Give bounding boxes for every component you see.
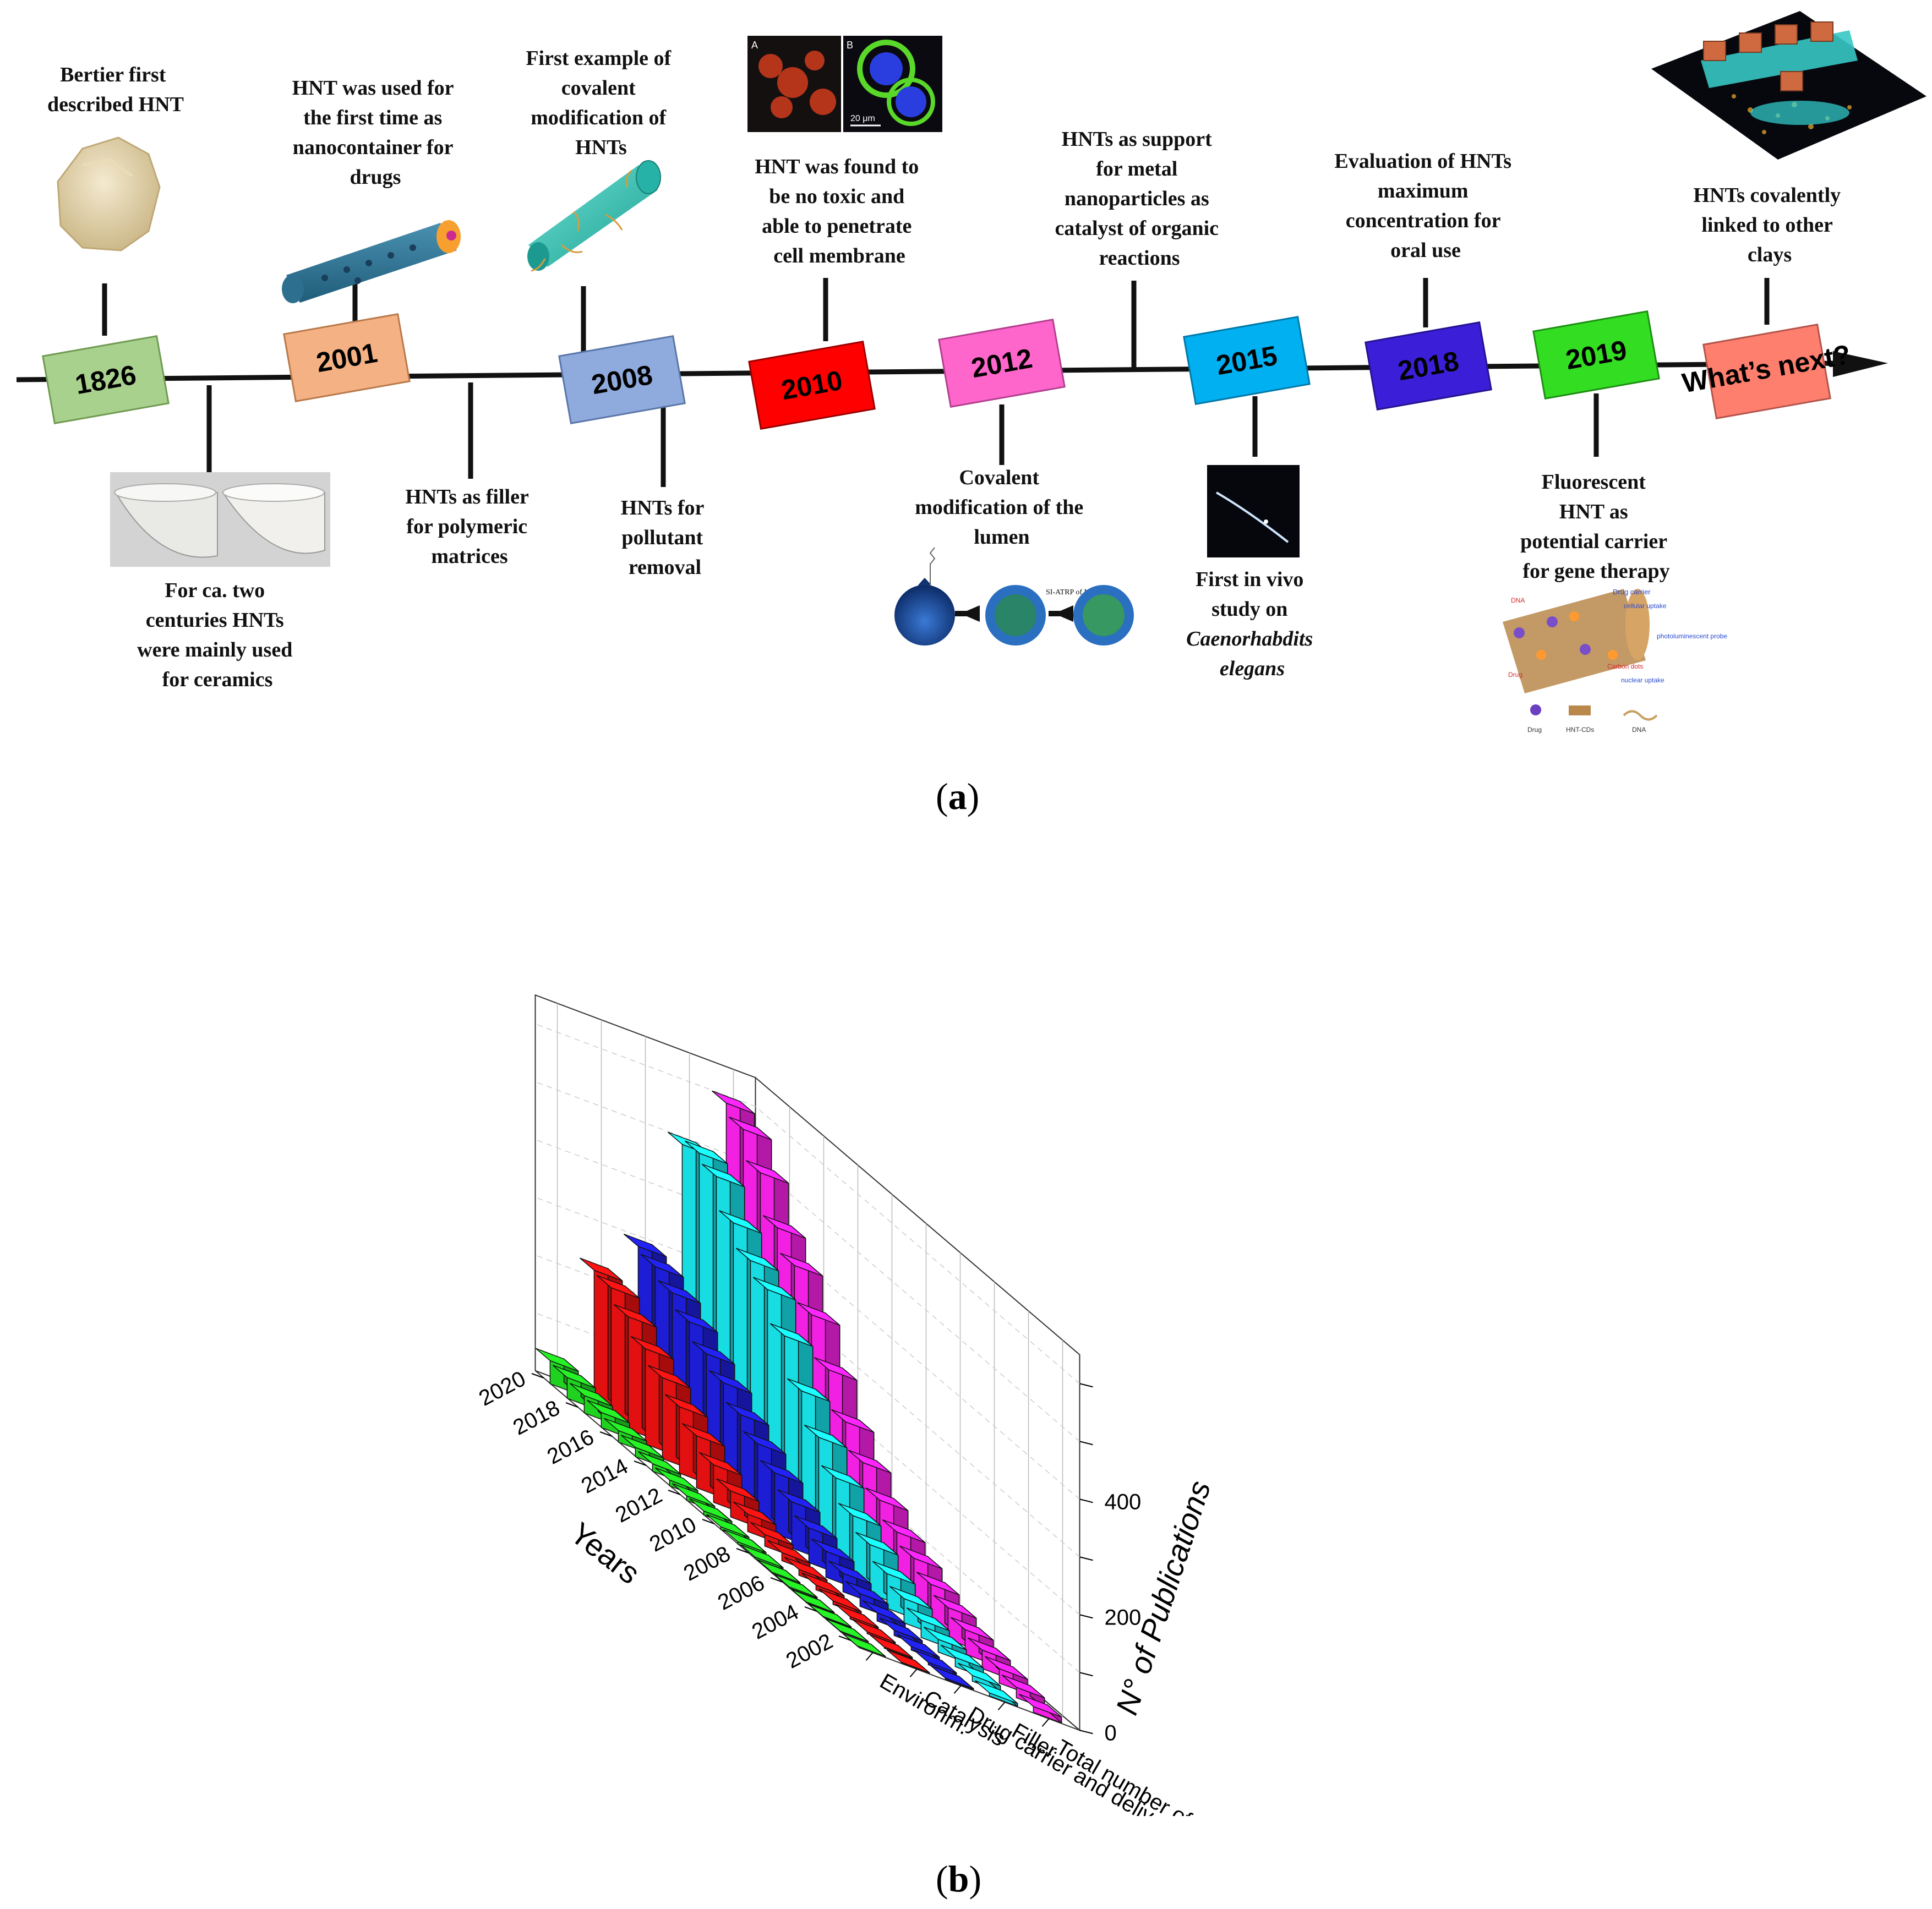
bar-drug-carrier-and-delivery-2002 [930,1665,974,1691]
year-box-2019: 2019 [1532,310,1660,400]
event-2010: HNT was found to be no toxic and able to… [755,155,924,267]
timeline-panel: 1826 2001 2008 2010 2012 2015 2018 2019 … [16,11,1926,734]
gene-legend-dna: DNA [1632,726,1646,734]
event-2008-above: First example of covalent modification o… [526,47,676,159]
bar-environm--2006 [774,1574,818,1600]
bar-drug-carrier-and-delivery-2003 [913,1649,957,1676]
year-box-2018: 2018 [1365,321,1492,411]
gene-label-cellular-uptake: cellular uptake [1624,602,1667,610]
drug-nanocontainer-image [282,220,461,303]
event-pollutant: HNTs for pollutant removal [621,496,709,579]
gene-label-nuclear-uptake: nuclear uptake [1621,676,1664,684]
confocal-microscopy-image: A B 20 μm [747,36,942,132]
timeline-arrow-head [1833,351,1888,377]
year-box-2015: 2015 [1183,315,1311,406]
year-box-1826: 1826 [42,335,170,425]
gene-label-drug: Drug [1508,671,1522,679]
bar-total-number-of-publications-2002 [1018,1694,1062,1724]
years-axis-title: Years [564,1516,647,1591]
panel-b-label: (b) [936,1858,982,1900]
bar-environm--2010 [706,1514,750,1541]
event-2018: Evaluation of HNTs maximum concentration… [1334,150,1516,262]
event-in-vivo: First in vivo study on Caenorhabdits ele… [1186,568,1318,680]
publications-3d-bar-chart: 2002200420062008201020122014201620182020… [475,994,1301,1816]
panel-a-label: (a) [936,775,980,817]
halloysite-rock-image [57,136,161,251]
year-box-2008: 2008 [558,335,686,425]
lumen-modification-image: SI-ATRP of MMA [894,547,1134,646]
micro-label-b: B [847,40,853,51]
year-tick-label: 2014 [577,1454,632,1498]
bar-environm--2007 [757,1559,801,1585]
scale-bar-label: 20 μm [850,114,875,123]
bar-filler-2002 [974,1680,1018,1708]
bar-catalysis-2004 [852,1619,896,1645]
clay-composite-image [1651,11,1926,160]
series-label: Total number of publications [1052,1735,1301,1816]
event-lumen: Covalent modification of the lumen [915,466,1089,549]
year-tick-label: 2008 [680,1541,734,1586]
year-tick-label: 2012 [612,1483,666,1528]
gene-label-dna: DNA [1511,597,1525,604]
bar-environm--2005 [791,1589,835,1614]
year-tick-label: 2020 [475,1366,530,1411]
bar-environm--2003 [825,1618,869,1643]
year-box-2010: 2010 [748,340,876,430]
year-box-whats-next: What’s next? [1680,324,1853,419]
year-box-2001: 2001 [283,313,411,403]
z-tick-label: 200 [1105,1605,1142,1629]
event-gene-therapy: Fluorescent HNT as potential carrier for… [1520,471,1672,583]
z-tick-label: 400 [1105,1490,1142,1514]
event-whats-next: HNTs covalently linked to other clays [1693,184,1846,266]
gene-label-carbon-dots: Carbon dots [1607,663,1643,670]
micro-label-a: A [751,40,758,51]
year-tick-label: 2004 [748,1600,803,1644]
year-tick-label: 2006 [714,1571,768,1615]
gene-therapy-image: Drug carrier cellular uptake DNA photolu… [1503,588,1727,734]
event-ceramics: For ca. two centuries HNTs were mainly u… [137,579,298,691]
c-elegans-image [1207,465,1300,557]
year-tick-label: 2016 [543,1425,598,1469]
event-2001: HNT was used for the first time as nanoc… [292,76,459,189]
event-2012-above: HNTs as support for metal nanoparticles … [1055,128,1224,270]
year-box-2012: 2012 [938,318,1066,408]
ceramic-bowls-image [110,472,330,567]
bar-drug-carrier-and-delivery-2004 [896,1634,940,1662]
bar-drug-carrier-and-delivery-2005 [879,1617,923,1647]
year-tick-label: 2010 [646,1512,700,1557]
bar-catalysis-2002 [886,1649,930,1675]
bar-catalysis-2003 [869,1634,913,1660]
covalent-nanotube-image [527,160,661,272]
year-tick-label: 2002 [782,1629,837,1673]
gene-label-drug-carrier: Drug carrier [1613,588,1651,596]
bar-environm--2002 [842,1633,886,1658]
gene-legend-drug: Drug [1527,726,1542,734]
event-1826: Bertier first described HNT [47,63,184,116]
event-filler: HNTs as filler for polymeric matrices [405,485,533,568]
z-tick-label: 0 [1105,1721,1117,1745]
chart-bars [535,1090,1062,1724]
timeline-stems [102,278,1770,487]
gene-label-photo-probe: photoluminescent probe [1657,632,1727,640]
year-tick-label: 2018 [509,1396,564,1440]
gene-legend-hnt: HNT-CDs [1566,726,1594,734]
bar-environm--2004 [808,1604,852,1629]
